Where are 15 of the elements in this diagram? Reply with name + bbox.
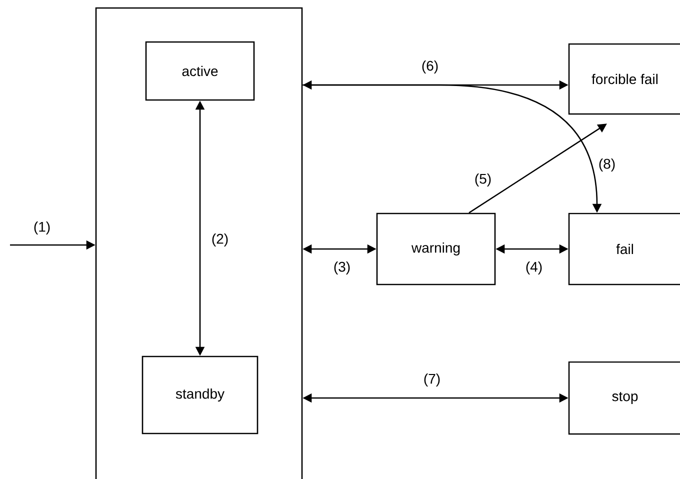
edge-label: (8) <box>597 157 617 173</box>
edge-label: (6) <box>420 59 440 75</box>
state-box: stop <box>568 361 680 435</box>
state-box: warning <box>376 212 496 286</box>
edge-label: (7) <box>422 372 442 388</box>
edge-label: (2) <box>210 232 230 248</box>
state-box: forcible fail <box>568 43 680 115</box>
edge-label: (4) <box>524 260 544 276</box>
state-box: fail <box>568 212 680 286</box>
container-box <box>95 7 303 479</box>
edge-label: (1) <box>32 220 52 236</box>
edge-label: (3) <box>332 260 352 276</box>
state-box: standby <box>142 356 258 434</box>
state-box: active <box>145 41 255 101</box>
edge-label: (5) <box>473 172 493 188</box>
